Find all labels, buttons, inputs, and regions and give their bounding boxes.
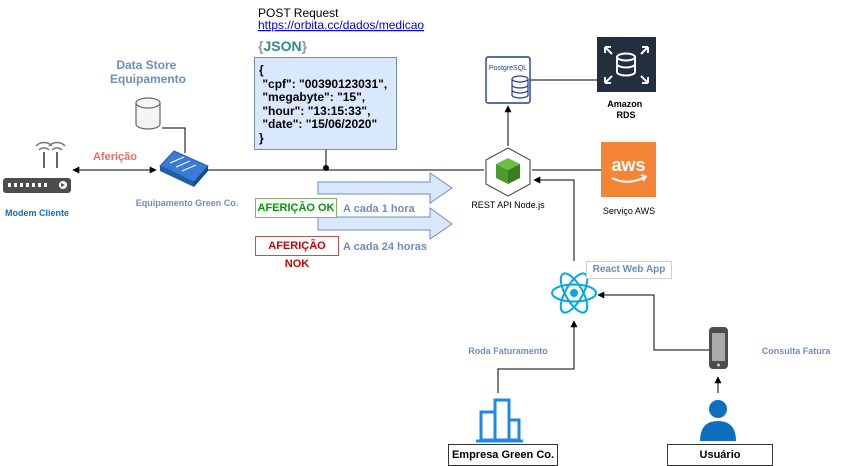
json-brace-open: { <box>258 38 264 54</box>
postgresql-icon <box>485 56 531 104</box>
payload-line: "megabyte": "15", <box>259 90 366 104</box>
phone-icon <box>709 327 728 369</box>
afericao-label: Aferição <box>93 151 137 163</box>
nodejs-icon <box>485 147 531 197</box>
json-format-name: JSON <box>263 38 301 54</box>
afericao-ok-badge: AFERIÇÃO OK <box>255 198 337 218</box>
modem-label: Modem Cliente <box>5 208 69 218</box>
consulta-fatura-label: Consulta Fatura <box>762 346 832 356</box>
rds-label-line1: Amazon <box>607 99 642 109</box>
aws-logo-text: aws <box>611 155 645 175</box>
edge-empresa-react <box>497 320 578 393</box>
react-icon <box>551 272 597 314</box>
equipamento-label: Equipamento Green Co. <box>136 198 239 208</box>
empresa-label: Empresa Green Co. <box>448 444 558 466</box>
rds-icon <box>597 37 656 92</box>
rest-api-label: REST API Node.js <box>471 200 545 210</box>
flow-arrow-ok <box>317 172 453 204</box>
json-payload-box: { "cpf": "00390123031", "megabyte": "15"… <box>254 57 397 150</box>
json-format-label: {JSON} <box>258 38 308 54</box>
afericao-nok-freq: A cada 24 horas <box>343 241 427 253</box>
json-brace-close: } <box>302 38 308 54</box>
payload-line: { <box>259 63 264 77</box>
payload-line: "hour": "13:15:33", <box>259 103 371 118</box>
json-connector-dot <box>323 165 329 171</box>
flow-arrow-nok <box>317 207 453 240</box>
aws-icon: aws <box>601 142 656 197</box>
rds-label-line2: RDS <box>616 110 635 120</box>
payload-line: } <box>259 130 264 145</box>
data-store-label-line1: Data Store <box>116 58 176 72</box>
edge-react-api <box>533 176 575 261</box>
request-url[interactable]: https://orbita.cc/dados/medicao <box>258 18 424 32</box>
payload-line: "cpf": "00390123031", <box>259 76 388 91</box>
data-store-icon <box>135 97 161 130</box>
afericao-nok-badge: AFERIÇÃO NOK <box>255 236 339 270</box>
aws-label: Serviço AWS <box>603 206 655 216</box>
edge-phone-react <box>597 291 709 351</box>
rds-label: Amazon RDS <box>607 99 645 120</box>
postgres-label: PostgreSQL <box>489 65 527 72</box>
roda-faturamento-label: Roda Faturamento <box>468 346 548 356</box>
request-title: POST Request <box>258 6 339 20</box>
afericao-ok-freq: A cada 1 hora <box>343 203 416 215</box>
payload-line: "date": "15/06/2020" <box>259 117 378 131</box>
switch-icon <box>159 150 209 187</box>
react-label: React Web App <box>586 261 672 279</box>
usuario-label: Usuário <box>667 444 773 466</box>
building-icon <box>476 398 523 443</box>
user-icon <box>700 400 736 441</box>
data-store-label-line2: Equipamento <box>110 72 186 86</box>
edge-datastore-equipamento <box>162 127 186 153</box>
modem-icon <box>3 141 71 193</box>
data-store-label: Data Store Equipamento <box>110 58 186 86</box>
